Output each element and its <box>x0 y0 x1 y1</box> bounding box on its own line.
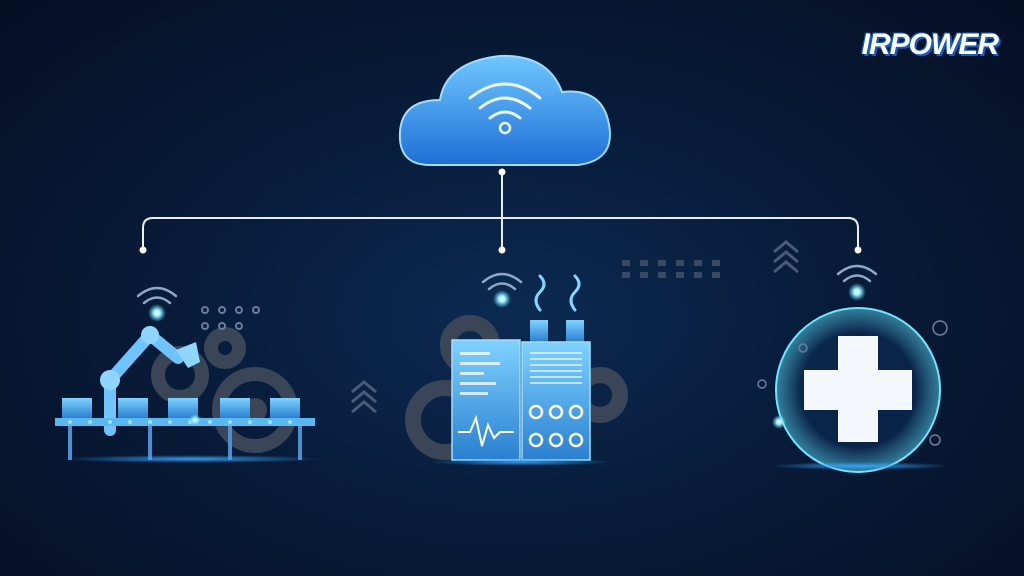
connector-nodes <box>139 168 862 254</box>
chevron-up-icon <box>351 380 377 414</box>
logo: IRPOWER <box>861 28 999 62</box>
connector-lines <box>142 172 859 250</box>
medical-cross-icon <box>757 264 950 473</box>
chevron-up-icon <box>773 240 799 274</box>
robot-arm-conveyor-icon <box>55 286 322 463</box>
decorative-dot-grid <box>622 260 720 278</box>
cloud-wifi-icon <box>398 54 611 166</box>
logo-text: IRPOWER <box>861 28 999 61</box>
factory-plant-icon <box>405 272 628 466</box>
